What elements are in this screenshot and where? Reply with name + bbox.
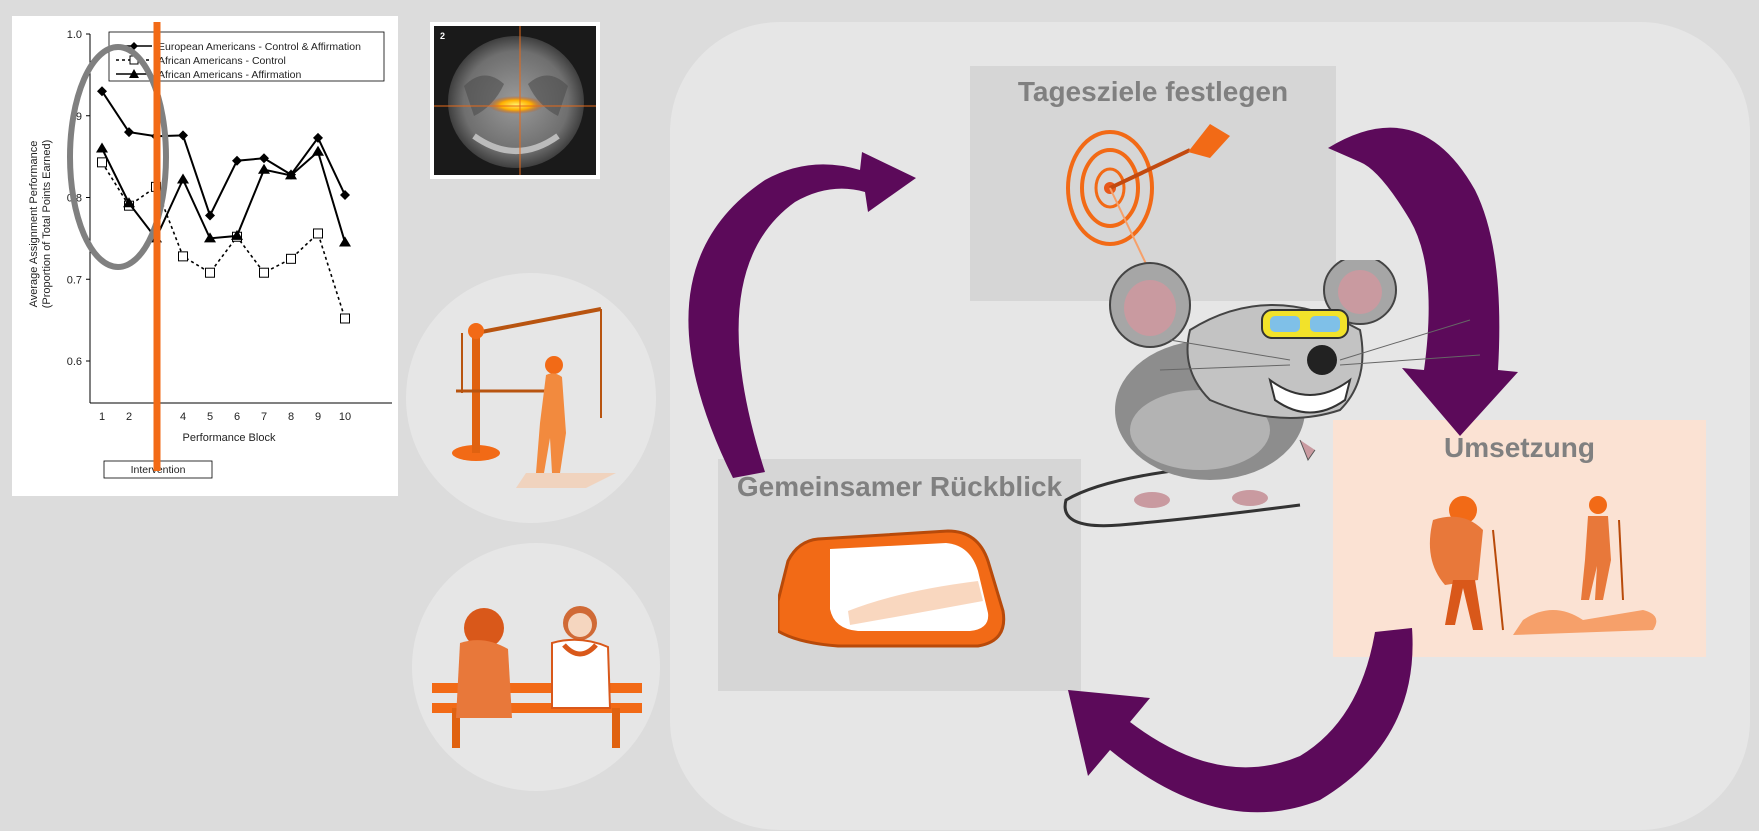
data-point-triangle	[231, 229, 243, 240]
legend-marker	[129, 69, 139, 78]
x-tick-label: 9	[315, 411, 321, 423]
x-axis-title: Performance Block	[183, 432, 276, 444]
data-point-triangle	[312, 145, 324, 156]
data-point-square	[286, 253, 296, 264]
balance-person-icon	[452, 307, 616, 488]
x-tick-label: 8	[288, 411, 294, 423]
stage-goals: Tagesziele festlegen	[970, 66, 1336, 301]
data-point-triangle	[177, 173, 189, 184]
dart-target-icon	[1066, 124, 1230, 269]
y-tick-label: 0.7	[67, 274, 82, 286]
chart-panel: 0.60.70.8.91.0 12345678910 Performance B…	[12, 16, 398, 496]
data-point-diamond	[124, 127, 134, 138]
arrow-implementation-to-review	[1068, 628, 1413, 813]
panel-number: 2	[440, 31, 445, 41]
x-tick-label: 2	[126, 411, 132, 423]
cycle-arrows	[688, 127, 1518, 813]
data-point-diamond	[232, 155, 242, 166]
data-point-square	[97, 157, 107, 168]
series-line-2	[101, 161, 346, 319]
stage-review: Gemeinsamer Rückblick	[718, 459, 1081, 691]
data-point-triangle	[339, 236, 351, 247]
hikers-icon	[1429, 496, 1657, 635]
data-point-diamond	[259, 153, 269, 164]
legend-entry: European Americans - Control & Affirmati…	[158, 41, 361, 53]
data-point-triangle	[123, 197, 135, 208]
car-mirror-icon	[778, 529, 1006, 648]
data-point-square	[313, 228, 323, 239]
data-point-square	[205, 267, 215, 278]
balance-illustration	[406, 273, 656, 523]
stage-implementation-title: Umsetzung	[1444, 432, 1595, 463]
activation-spot	[488, 96, 544, 114]
stage-implementation: Umsetzung	[1333, 420, 1706, 657]
mouse-mascot-icon	[1063, 260, 1481, 528]
brain-scan-panel: 2	[430, 22, 600, 179]
stage-review-title: Gemeinsamer Rückblick	[736, 471, 1063, 502]
brain-scan-image: 2	[434, 26, 596, 175]
y-axis-title-line2: (Proportion of Total Points Earned)	[41, 140, 53, 309]
data-point-triangle	[204, 232, 216, 243]
highlight-ellipse	[67, 44, 169, 270]
x-tick-label: 6	[234, 411, 240, 423]
x-tick-label: 5	[207, 411, 213, 423]
arrow-review-to-goals	[688, 152, 916, 478]
x-tick-label: 1	[99, 411, 105, 423]
data-point-square	[178, 251, 188, 262]
data-point-square	[259, 267, 269, 278]
performance-chart: 0.60.70.8.91.0 12345678910 Performance B…	[28, 22, 392, 479]
data-point-triangle	[96, 142, 108, 153]
legend-marker	[130, 42, 138, 50]
data-point-diamond	[178, 130, 188, 141]
x-tick-label: 4	[180, 411, 186, 423]
conversation-people-icon	[432, 606, 642, 748]
y-axis-title-line1: Average Assignment Performance	[28, 141, 40, 308]
data-point-diamond	[97, 86, 107, 97]
y-tick-label: 0.6	[67, 356, 82, 368]
x-tick-label: 10	[339, 411, 351, 423]
y-tick-label: 1.0	[67, 29, 82, 41]
data-point-diamond	[205, 210, 215, 221]
x-tick-label: 7	[261, 411, 267, 423]
conversation-illustration	[412, 543, 660, 791]
y-tick-label: .9	[73, 111, 82, 123]
legend-entry: African Americans - Control	[158, 55, 286, 67]
data-point-square	[340, 313, 350, 324]
series-line-1	[101, 90, 346, 219]
legend-entry: African Americans - Affirmation	[158, 69, 302, 81]
stage-goals-title: Tagesziele festlegen	[1017, 76, 1289, 107]
series-line-3	[101, 148, 346, 243]
data-point-diamond	[313, 132, 323, 143]
data-point-diamond	[340, 190, 350, 201]
arrow-goals-to-implementation	[1328, 127, 1518, 437]
data-point-triangle	[258, 163, 270, 174]
data-point-triangle	[285, 169, 297, 180]
